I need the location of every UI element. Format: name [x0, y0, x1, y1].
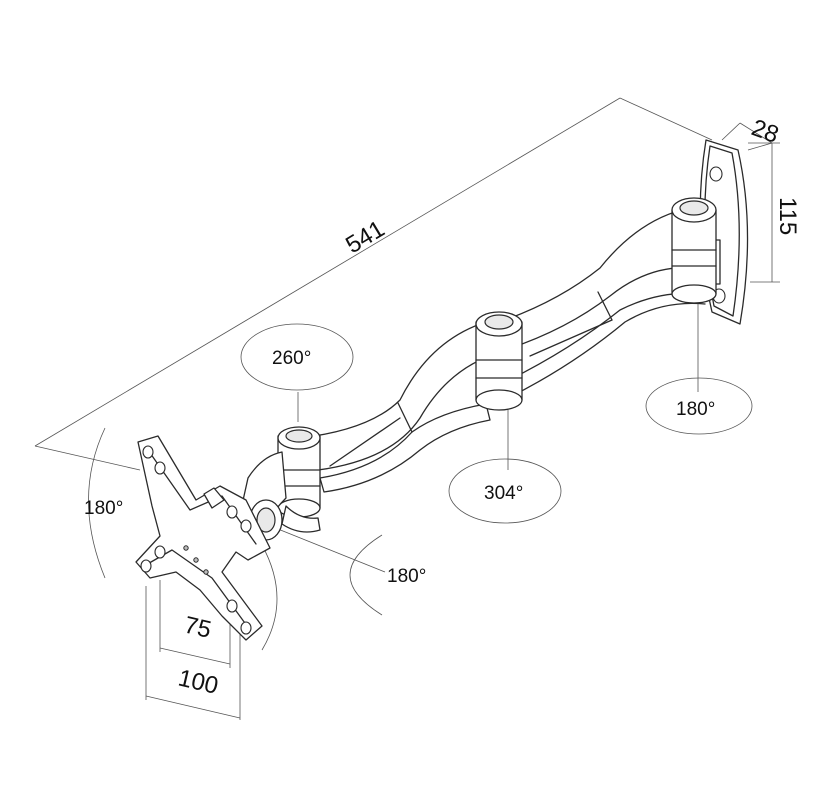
rotation-arc-wall [645, 377, 753, 435]
dimension-lines [34, 97, 780, 720]
rotation-arc-arm-middle [448, 458, 562, 524]
dimension-length: 541 [341, 215, 389, 259]
rotation-arc-head-swivel [349, 534, 383, 616]
vesa-plate [135, 435, 271, 641]
rotation-label-head-swivel: 180° [387, 566, 426, 587]
dimension-vesa-small: 75 [182, 612, 214, 644]
rotation-label-head-tilt: 180° [84, 498, 123, 519]
rotation-label-arm-middle: 304° [484, 483, 523, 504]
rotation-arcs [88, 323, 753, 651]
dimension-depth: 28 [748, 114, 782, 149]
arm-outer [504, 197, 717, 399]
rotation-arc-head-tilt [88, 427, 106, 579]
dimension-vesa-large: 100 [176, 665, 221, 700]
rotation-arc-arm-inner [240, 323, 354, 391]
dimension-height: 115 [774, 197, 801, 235]
rotation-label-arm-inner: 260° [272, 348, 311, 369]
rotation-label-wall: 180° [676, 399, 715, 420]
